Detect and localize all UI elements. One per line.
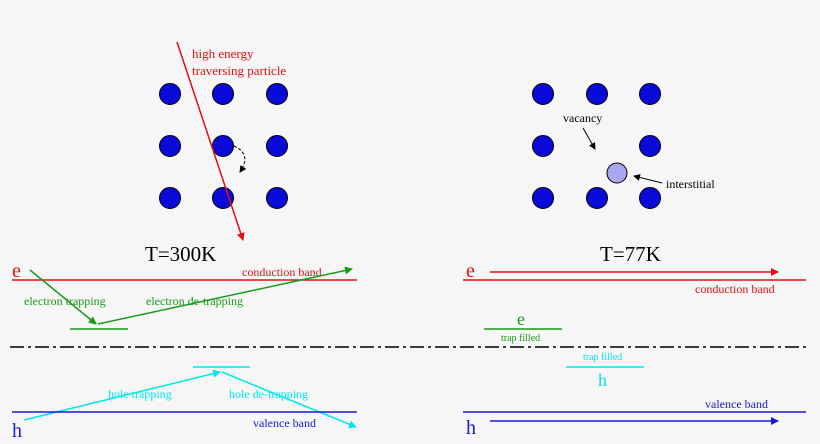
atom: [639, 187, 661, 209]
temperature-right: T=77K: [600, 242, 661, 266]
interstitial-label: interstitial: [666, 177, 715, 191]
atom: [212, 83, 234, 105]
right-trap-h-label: h: [598, 370, 607, 390]
atom: [532, 187, 554, 209]
left-e-label: e: [12, 260, 21, 282]
right-valence-band-label: valence band: [705, 397, 768, 411]
particle-track: [176, 41, 245, 241]
left-valence-band-label: valence band: [253, 416, 316, 430]
electron-detrapping-arrow: [97, 266, 353, 325]
right-conduction-band-label: conduction band: [695, 282, 775, 296]
particle-label-line1: high energy: [192, 46, 254, 61]
right-trap-e-label: e: [517, 309, 525, 329]
electron-detrapping-label: electron de-trapping: [146, 294, 243, 308]
left-h-label: h: [12, 420, 22, 442]
left-lattice: [159, 83, 288, 209]
atom: [586, 187, 608, 209]
atom: [159, 83, 181, 105]
vacancy-arrow: [582, 127, 596, 150]
atom: [639, 135, 661, 157]
electron-trapping-arrow: [29, 269, 97, 325]
displacement-arrow: [233, 145, 247, 173]
hole-trapping-label: hole trapping: [108, 387, 172, 401]
electron-trapping-label: electron trapping: [24, 294, 106, 308]
right-trap-e-filled: trap filled: [501, 333, 540, 344]
right-trap-h-filled: trap filled: [583, 352, 622, 363]
atom: [212, 187, 234, 209]
interstitial-atom: [606, 162, 628, 184]
atom: [586, 83, 608, 105]
atom: [266, 83, 288, 105]
atom: [266, 187, 288, 209]
hole-detrapping-label: hole de-trapping: [229, 387, 308, 401]
temperature-left: T=300K: [145, 242, 216, 266]
atom: [159, 135, 181, 157]
atom: [212, 135, 234, 157]
right-e-label: e: [466, 260, 475, 282]
vacancy-label: vacancy: [563, 111, 602, 125]
atom: [159, 187, 181, 209]
atom: [532, 83, 554, 105]
hole-detrapping-arrow: [221, 371, 357, 429]
atom: [532, 135, 554, 157]
left-conduction-band-label: conduction band: [242, 265, 322, 279]
atom: [266, 135, 288, 157]
particle-label-line2: traversing particle: [192, 63, 286, 78]
atom: [639, 83, 661, 105]
right-lattice: [532, 83, 661, 209]
right-h-label: h: [466, 417, 476, 439]
interstitial-arrow: [633, 174, 663, 184]
